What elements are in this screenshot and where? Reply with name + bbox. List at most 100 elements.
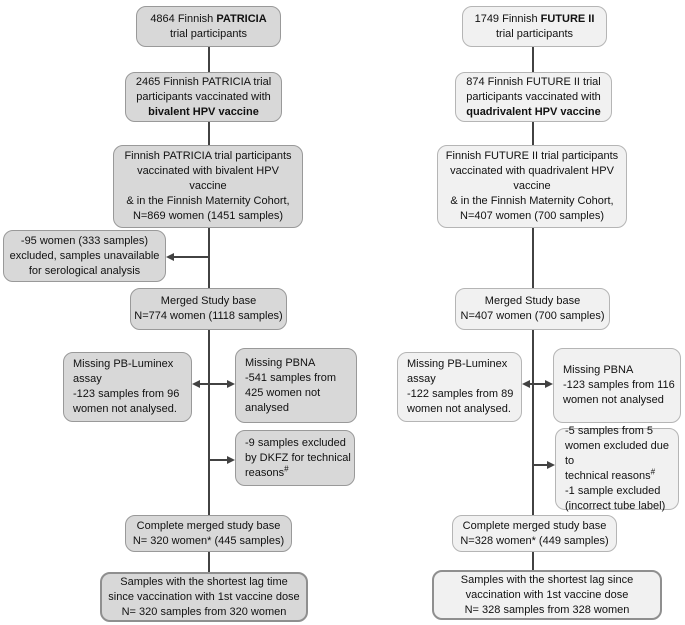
text-line: 1749 Finnish FUTURE II (474, 12, 595, 25)
connector-vline (208, 47, 210, 72)
text-line: excluded, samples unavailable (9, 249, 160, 262)
connector-vline (532, 552, 534, 570)
future2-missing-pbna-box: Missing PBNA -123 samples from 116 women… (553, 348, 681, 423)
connector-vline (208, 228, 210, 288)
connector-hline (198, 383, 229, 385)
future2-final-sample-box: Samples with the shortest lag since vacc… (432, 570, 662, 620)
future2-technical-exclusion-box: -5 samples from 5 women excluded due to … (555, 425, 679, 512)
text-line: Samples with the shortest lag time (120, 575, 288, 588)
text-line: 4864 Finnish PATRICIA (150, 12, 267, 25)
text-line: N=407 women (700 samples) (460, 310, 605, 322)
text-line: -123 samples from 116 (563, 379, 675, 391)
text-line: participants vaccinated with (466, 90, 601, 103)
text-line: -5 samples from 5 (565, 425, 654, 437)
text-line: since vaccination with 1st vaccine dose (108, 590, 300, 603)
text-line: & in the Finnish Maternity Cohort, (450, 195, 614, 207)
connector-vline (208, 330, 210, 515)
text-line: vaccination with 1st vaccine dose (465, 588, 629, 601)
text-line: N= 320 women* (445 samples) (132, 534, 285, 547)
patricia-merged-base-box: Merged Study base N=774 women (1118 samp… (130, 288, 287, 330)
connector-vline (532, 330, 534, 515)
text-line: women not analysed. (73, 403, 177, 415)
patricia-missing-pbna-box: Missing PBNA -541 samples from 425 women… (235, 348, 357, 423)
connector-vline (532, 47, 534, 72)
text-line: women not analysed. (407, 403, 511, 415)
future2-vaccinated-box: 874 Finnish FUTURE II trial participants… (455, 72, 612, 122)
connector-hline (173, 256, 209, 258)
patricia-exclusion-box: -95 women (333 samples) excluded, sample… (3, 230, 166, 282)
text-line: -9 samples excluded (245, 436, 346, 449)
patricia-vaccinated-box: 2465 Finnish PATRICIA trial participants… (125, 72, 282, 122)
text-line: Missing PB-Luminex (407, 358, 508, 370)
text-line: women excluded due to (565, 440, 669, 467)
text-line: vaccinated with quadrivalent HPV (450, 165, 614, 177)
future2-merged-base-box: Merged Study base N=407 women (700 sampl… (455, 288, 610, 330)
text-line: N=869 women (1451 samples) (132, 210, 284, 222)
future2-maternity-cohort-box: Finnish FUTURE II trial participants vac… (437, 145, 627, 228)
text-line: women not analysed (563, 394, 664, 406)
future2-participants-box: 1749 Finnish FUTURE II trial participant… (462, 6, 607, 47)
text-line: assay (407, 373, 436, 385)
text-line: -95 women (333 samples) (20, 234, 149, 247)
text-line: -123 samples from 96 (73, 388, 180, 400)
text-line: N=407 women (700 samples) (460, 210, 604, 222)
text-line: trial participants (495, 27, 574, 40)
patricia-missing-luminex-box: Missing PB-Luminex assay -123 samples fr… (63, 352, 192, 422)
arrowhead-left-icon (192, 380, 200, 388)
text-line: bivalent HPV vaccine (148, 105, 259, 118)
text-line: 874 Finnish FUTURE II trial (466, 75, 601, 88)
future2-complete-base-box: Complete merged study base N=328 women* … (452, 515, 617, 552)
text-line: for serological analysis (28, 264, 141, 277)
text-line: analysed (245, 401, 290, 414)
text-line: Missing PB-Luminex (73, 358, 174, 370)
connector-vline (208, 122, 210, 145)
text-line: 2465 Finnish PATRICIA trial (135, 75, 272, 88)
text-line: by DKFZ for technical (245, 451, 351, 464)
patricia-participants-box: 4864 Finnish PATRICIA trial participants (136, 6, 281, 47)
text-line: Complete merged study base (462, 519, 607, 532)
text-line: -541 samples from (245, 371, 337, 384)
text-line: Samples with the shortest lag since (460, 573, 634, 586)
connector-vline (532, 122, 534, 145)
text-line: (incorrect tube label) (565, 500, 666, 512)
text-line: vaccine (189, 180, 227, 192)
text-line: N=774 women (1118 samples) (134, 310, 283, 322)
text-line: -122 samples from 89 (407, 388, 514, 400)
patricia-technical-exclusion-box: -9 samples excluded by DKFZ for technica… (235, 430, 355, 486)
text-line: Missing PBNA (563, 364, 634, 376)
text-line: N= 328 samples from 328 women (464, 603, 630, 616)
connector-hline (532, 464, 549, 466)
patricia-complete-base-box: Complete merged study base N= 320 women*… (125, 515, 292, 552)
future2-missing-luminex-box: Missing PB-Luminex assay -122 samples fr… (397, 352, 522, 422)
text-line: Complete merged study base (136, 519, 281, 532)
text-line: 425 women not (245, 386, 321, 399)
text-line: N=328 women* (449 samples) (460, 534, 609, 547)
connector-vline (532, 228, 534, 288)
text-line: vaccine (513, 180, 551, 192)
text-line: technical reasons# (565, 467, 656, 482)
text-line: Merged Study base (484, 295, 581, 307)
text-line: vaccinated with bivalent HPV (137, 165, 279, 177)
text-line: Finnish PATRICIA trial participants (124, 150, 292, 162)
connector-vline (208, 552, 210, 572)
connector-hline (528, 383, 547, 385)
text-line: assay (73, 373, 102, 385)
text-line: Missing PBNA (245, 356, 316, 369)
text-line: Finnish FUTURE II trial participants (445, 150, 619, 162)
connector-hline (208, 459, 229, 461)
patricia-maternity-cohort-box: Finnish PATRICIA trial participants vacc… (113, 145, 303, 228)
arrowhead-left-icon (166, 253, 174, 261)
text-line: -1 sample excluded (565, 485, 661, 497)
arrowhead-right-icon (547, 461, 555, 469)
text-line: participants vaccinated with (136, 90, 271, 103)
text-line: N= 320 samples from 320 women (121, 605, 287, 618)
arrowhead-left-icon (522, 380, 530, 388)
text-line: reasons# (245, 463, 289, 479)
text-line: quadrivalent HPV vaccine (466, 105, 601, 118)
arrowhead-right-icon (545, 380, 553, 388)
text-line: & in the Finnish Maternity Cohort, (126, 195, 290, 207)
arrowhead-right-icon (227, 380, 235, 388)
arrowhead-right-icon (227, 456, 235, 464)
text-line: trial participants (169, 27, 248, 40)
